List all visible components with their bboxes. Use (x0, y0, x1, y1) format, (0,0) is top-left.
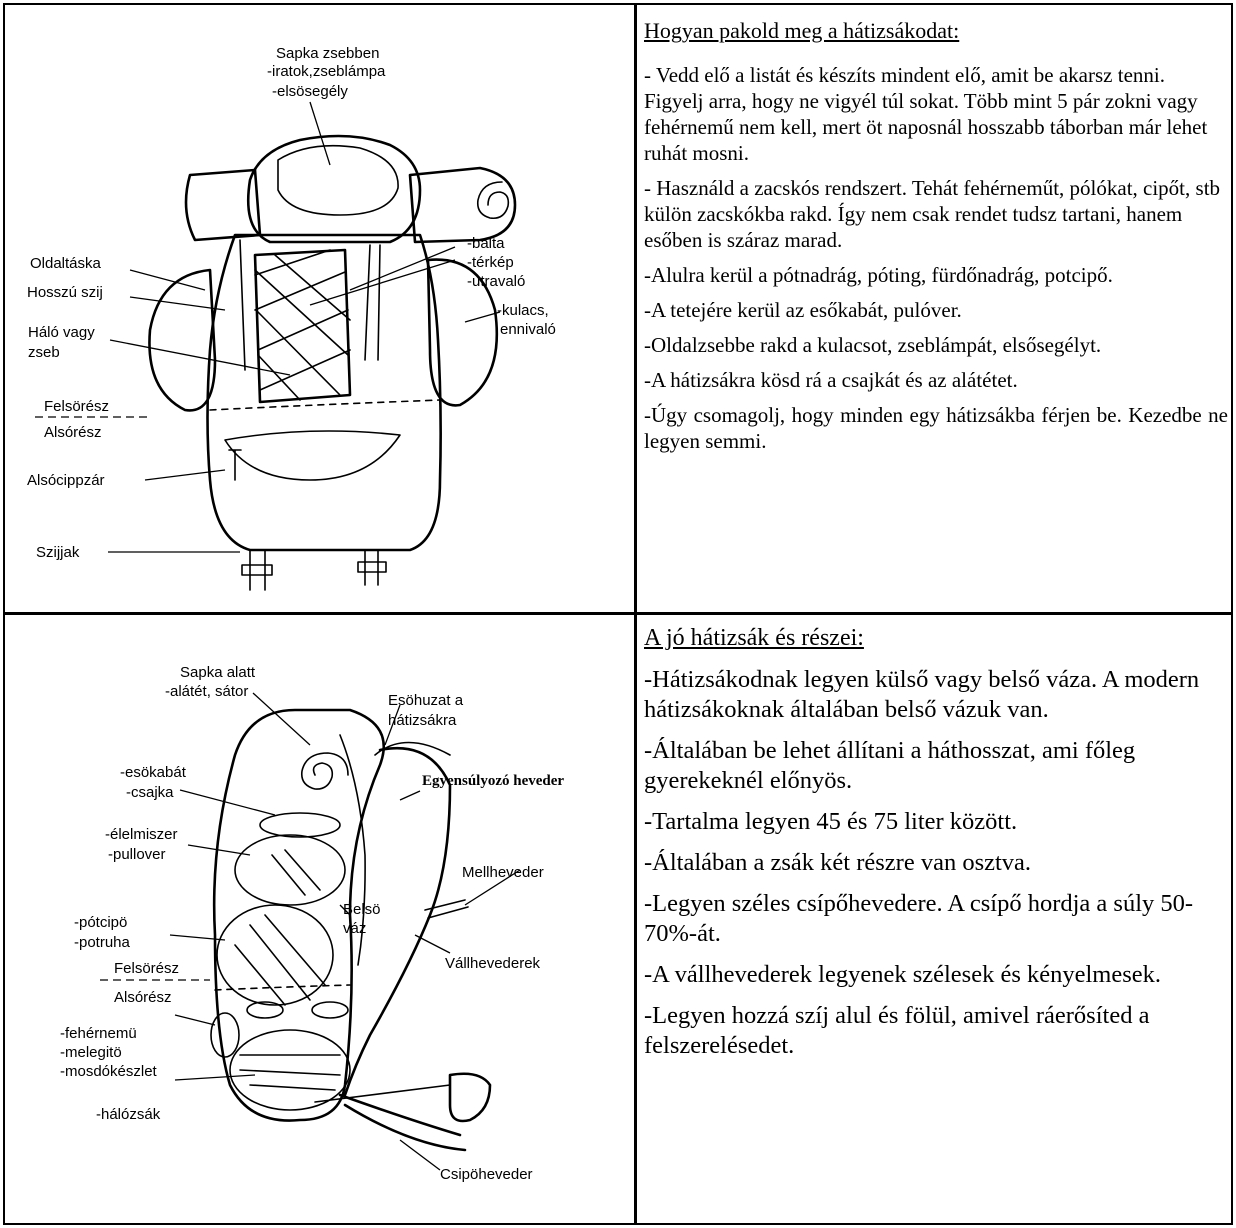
label-pullover: -pullover (108, 846, 166, 863)
label-toiletries: -mosdókészlet (60, 1063, 158, 1080)
label-chest-strap: Mellheveder (462, 864, 544, 881)
backpack-features: A jó hátizsák és részei: -Hátizsákodnak … (644, 623, 1228, 1072)
packed-backpack-front-drawing: Sapka zsebben -iratok,zseblámpa -elsöseg… (10, 10, 625, 605)
label-mess-kit: -csajka (126, 784, 174, 801)
feature-item: -Általában a zsák két részre van osztva. (644, 848, 1228, 878)
feature-item: -Hátizsákodnak legyen külső vagy belső v… (644, 665, 1228, 725)
label-axe: -balta (467, 235, 505, 252)
label-net: Háló vagy (28, 324, 95, 341)
label-side-bag: Oldaltáska (30, 255, 102, 272)
packing-heading: Hogyan pakold meg a hátizsákodat: (644, 18, 1228, 44)
packing-step: -Alulra kerül a pótnadrág, póting, fürdő… (644, 262, 1228, 288)
label-cap-pocket-firstaid: -elsösegély (272, 83, 348, 100)
label-long-strap: Hosszú szij (27, 284, 103, 301)
packing-step: - Használd a zacskós rendszert. Tehát fe… (644, 175, 1228, 253)
label-hip-belt: Csipöheveder (440, 1166, 533, 1183)
feature-item: -Tartalma legyen 45 és 75 liter között. (644, 807, 1228, 837)
feature-item: -A vállhevederek legyenek szélesek és ké… (644, 960, 1228, 990)
features-heading: A jó hátizsák és részei: (644, 623, 1228, 653)
backpack-side-section-drawing: Sapka alatt -alátét, sátor Esöhuzat a há… (10, 615, 625, 1220)
packing-step: -Oldalzsebbe rakd a kulacsot, zseblámpát… (644, 332, 1228, 358)
label-sleeping-bag: -hálózsák (96, 1106, 161, 1123)
label-shoulder-straps: Vállhevederek (445, 955, 541, 972)
packing-step: -A tetejére kerül az esőkabát, pulóver. (644, 297, 1228, 323)
label-rain-cover: Esöhuzat a (388, 692, 464, 709)
label-cap-pocket: Sapka zsebben (276, 45, 379, 62)
label-cap-pocket-docs: -iratok,zseblámpa (267, 63, 386, 80)
label-inner-frame: Belsö (343, 901, 381, 918)
feature-item: -Általában be lehet állítani a háthossza… (644, 736, 1228, 796)
label-spare-shoes: -pótcipö (74, 914, 127, 931)
label-bottle: -kulacs, (497, 302, 549, 319)
label-upper-part: Felsörész (114, 960, 179, 977)
packing-step: -A hátizsákra kösd rá a csajkát és az al… (644, 367, 1228, 393)
label-under-cap: Sapka alatt (180, 664, 256, 681)
label-spare-clothes: -potruha (74, 934, 131, 951)
feature-item: -Legyen hozzá szíj alul és fölül, amivel… (644, 1001, 1228, 1061)
label-balance-strap: Egyensúlyozó heveder (422, 773, 564, 789)
label-pad-tent: -alátét, sátor (165, 683, 248, 700)
label-food: ennivaló (500, 321, 556, 338)
label-map: -térkép (467, 254, 514, 271)
label-lower-part: Alsórész (114, 989, 172, 1006)
feature-item: -Legyen széles csípőhevedere. A csípő ho… (644, 889, 1228, 949)
label-bottom-zip: Alsócippzár (27, 472, 105, 489)
label-inner-frame-2: váz (343, 920, 366, 937)
packing-step: -Úgy csomagolj, hogy minden egy hátizsák… (644, 402, 1228, 454)
label-upper-part: Felsörész (44, 398, 109, 415)
packing-instructions: Hogyan pakold meg a hátizsákodat: - Vedd… (644, 18, 1228, 463)
label-rain-cover-pack: hátizsákra (388, 712, 457, 729)
label-lower-part: Alsórész (44, 424, 102, 441)
label-food: -élelmiszer (105, 826, 178, 843)
label-net-pocket: zseb (28, 344, 60, 361)
label-underwear: -fehérnemü (60, 1025, 137, 1042)
label-straps: Szijjak (36, 544, 80, 561)
packing-step: - Vedd elő a listát és készíts mindent e… (644, 62, 1228, 166)
label-provisions: -utravaló (467, 273, 525, 290)
label-raincoat: -esökabát (120, 764, 187, 781)
label-tracksuit: -melegitö (60, 1044, 122, 1061)
